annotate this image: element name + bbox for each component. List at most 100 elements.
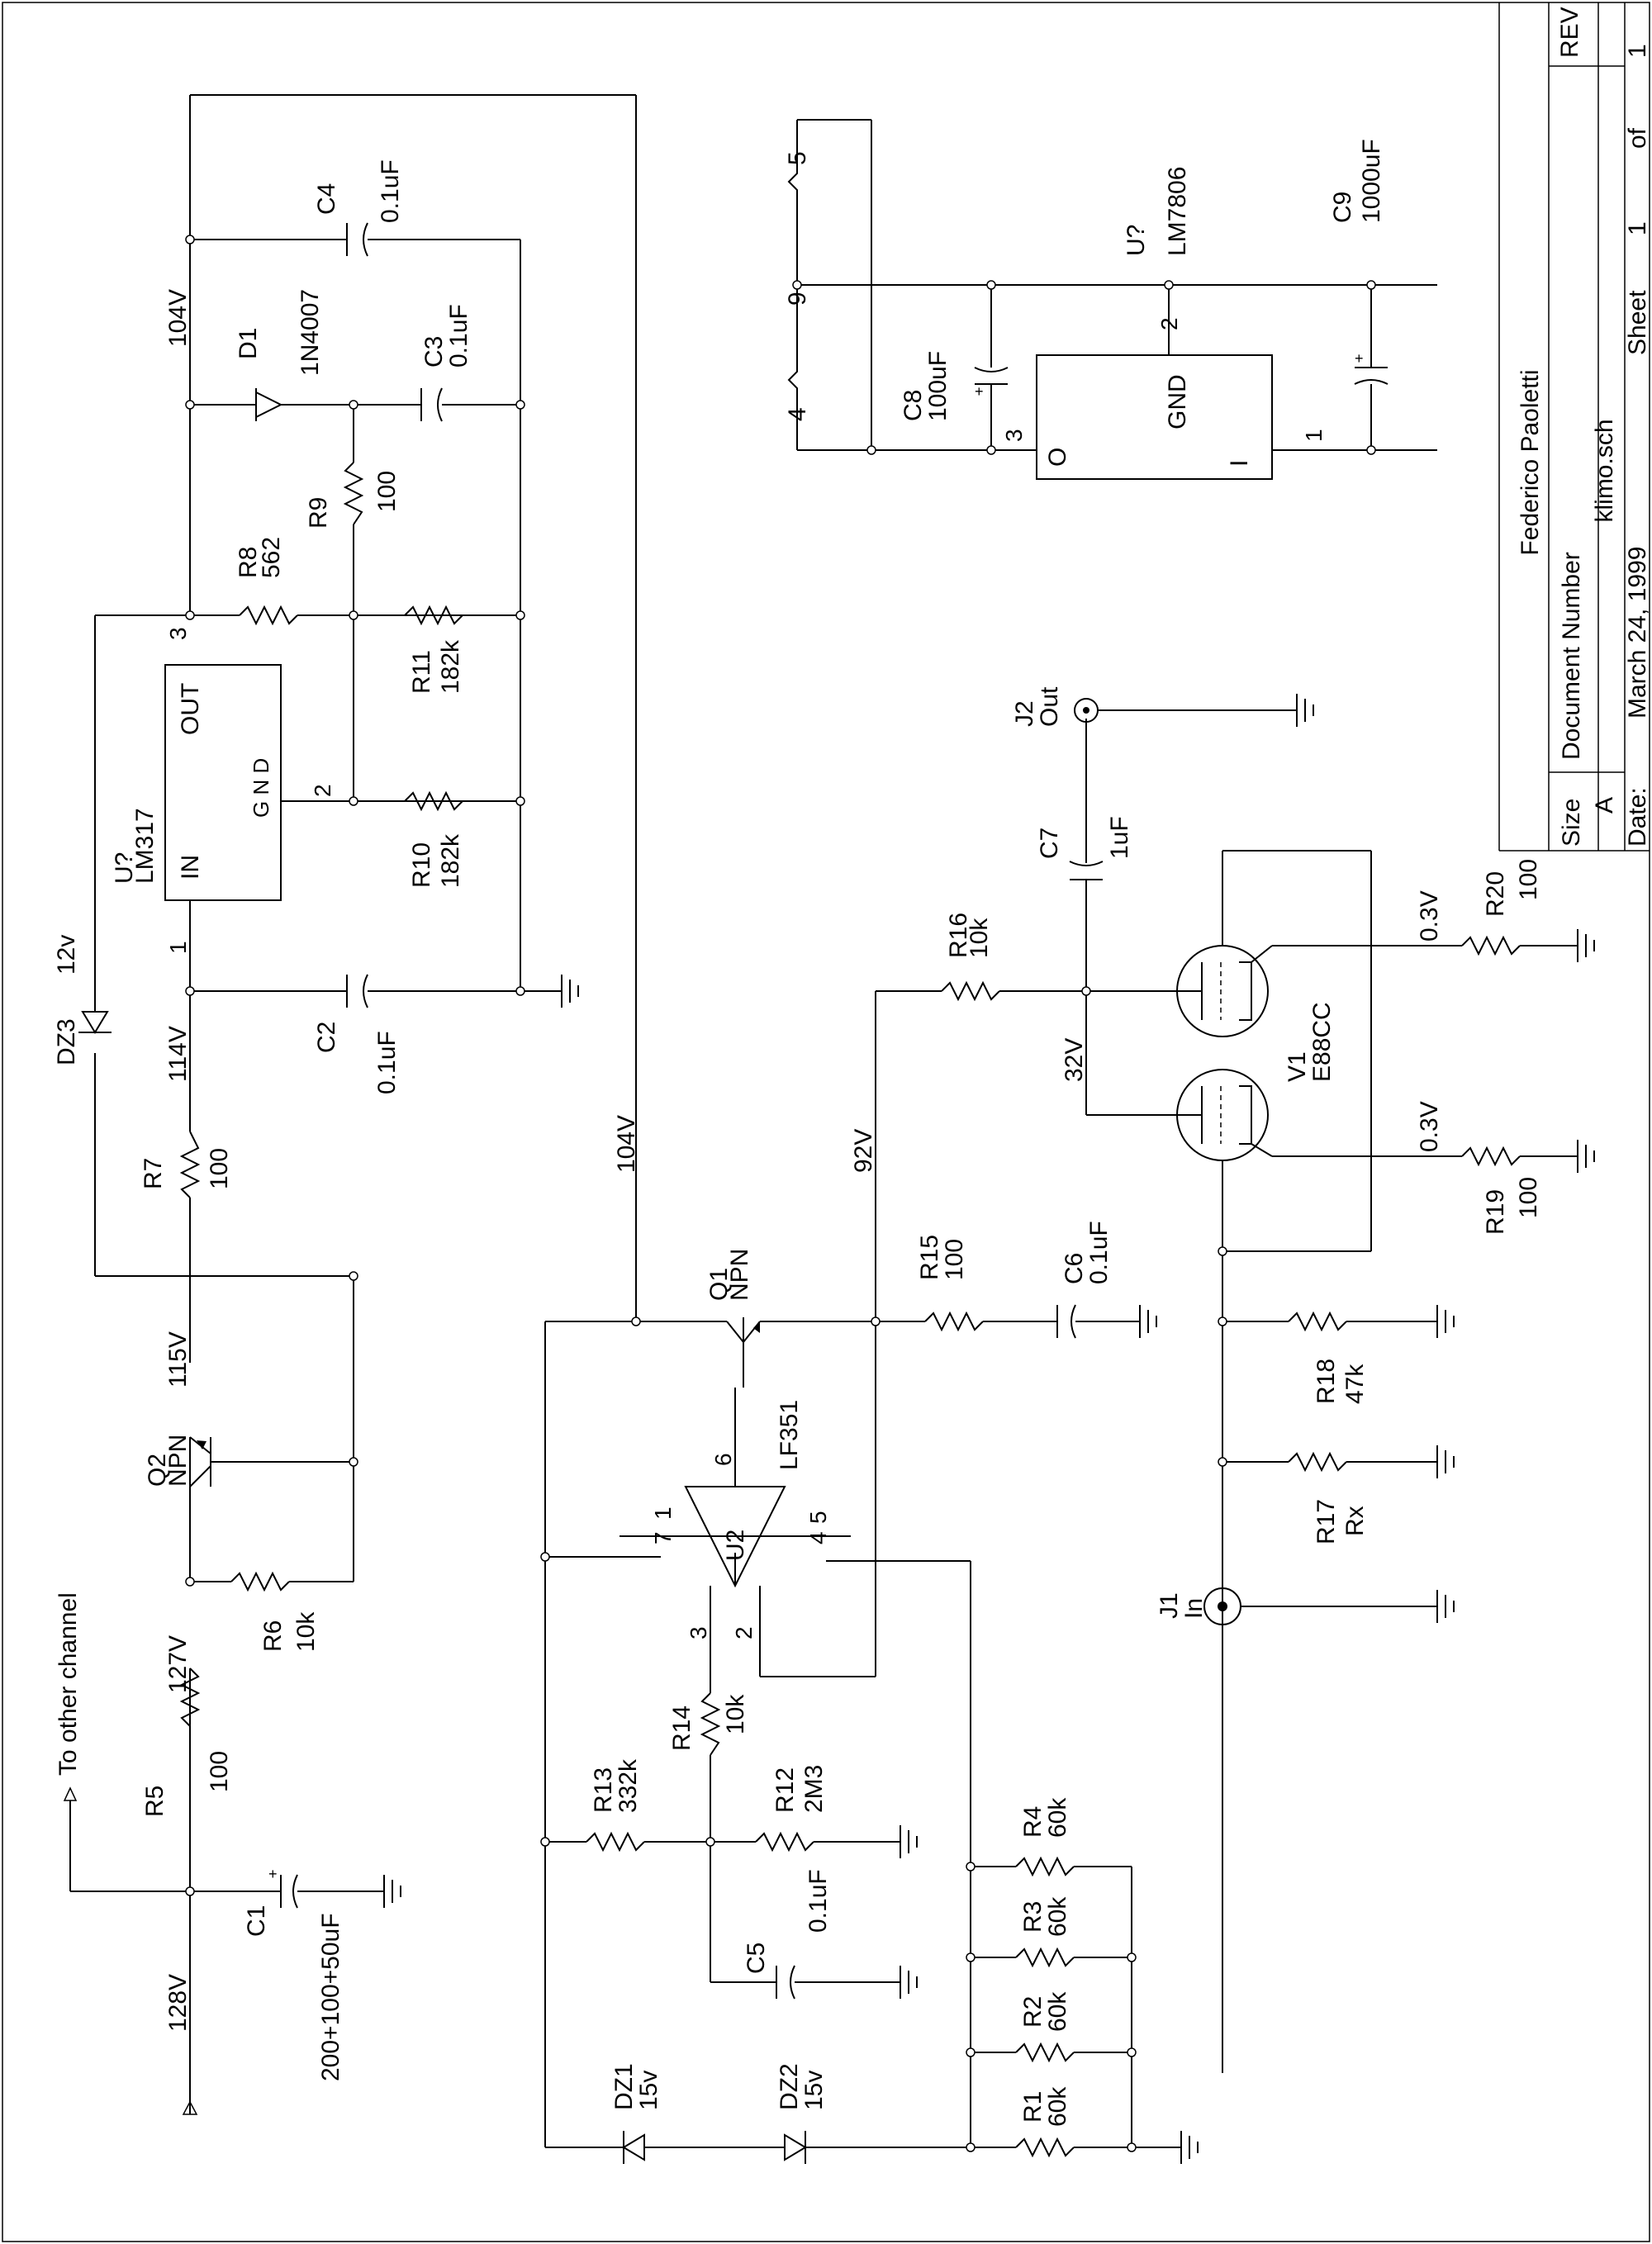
c2-value: 0.1uF [373,1031,401,1094]
c9-ref: C9 [1329,192,1356,223]
r15-ref: R15 [916,1235,943,1280]
zener-dz2: DZ2 15v [776,2063,971,2164]
r13-value: 332k [615,1758,642,1813]
voltage-128v: 128V [164,1974,192,2032]
r5-ref: R5 [141,1786,169,1817]
q2-ref: Q2 [144,1454,171,1487]
r4-value: 60k [1044,1797,1071,1838]
capacitor-c1: + C1 200+100+50uF [190,1866,384,2081]
lm317-out-label: OUT [177,683,204,735]
c3-value: 0.1uF [445,304,472,368]
j1-name: In [1180,1598,1208,1619]
r3-value: 60k [1044,1896,1071,1937]
ground-icon [1436,1590,1455,1623]
r11-value: 182k [437,639,464,694]
d1-ref: D1 [235,328,262,359]
resistor-r13: R13 332k [545,1758,710,1853]
c2-ref: C2 [313,1022,340,1053]
svg-text:+: + [1355,350,1364,367]
title-date-value: March 24, 1999 [1624,547,1651,719]
voltage-115v: 115V [164,1331,192,1388]
resistor-r9: R9 100 [305,405,401,801]
zener-dz3: DZ3 12v [53,614,354,1277]
regulator-lm317: U? LM317 IN OUT G N D 1 2 3 [111,627,520,954]
svg-text:+: + [268,1866,278,1882]
v1-ref: V1 [1284,1051,1311,1082]
resistor-r19: R19 100 [1461,1146,1578,1235]
c7-ref: C7 [1036,828,1063,859]
r9-ref: R9 [305,497,332,529]
resistor-r11: R11 182k [404,605,464,694]
c4-value: 0.1uF [377,159,404,223]
resistor-r6: R6 10k [190,1276,354,1652]
transistor-q2: Q2 NPN [144,1435,354,1487]
u2-pin7: 7 [650,1531,676,1544]
transformer-tap-9: 9 [784,292,811,306]
j2-ref: J2 [1011,700,1038,727]
r19-value: 100 [1515,1177,1542,1218]
hv-supply-chain: To other channel [55,94,637,2115]
q1-ref: Q1 [705,1268,733,1301]
ground-icon [1577,1140,1595,1173]
r16-ref: R16 [945,913,972,958]
q2-type: NPN [164,1435,192,1487]
lm317-ref: U? [111,852,138,884]
title-size-label: Size [1558,799,1585,847]
r6-ref: R6 [259,1620,287,1652]
voltage-32v: 32V [1061,1038,1088,1082]
voltage-114v: 114V [164,1026,192,1082]
c8-value: 100uF [924,351,952,421]
title-size-value: A [1591,797,1618,814]
r9-value: 100 [373,471,401,512]
resistor-r18: R18 47k [1222,1311,1437,1404]
v1-value: E88CC [1308,1002,1336,1082]
lm7806-ref: U? [1123,225,1150,256]
ground-icon [1577,929,1595,962]
lm7806-i-label: I [1226,460,1253,467]
resistor-r14: R14 10k [668,1668,749,1982]
voltage-03v-a: 0.3V [1416,890,1443,942]
r19-ref: R19 [1482,1189,1509,1235]
capacitor-c6: C6 0.1uF [1056,1221,1140,1339]
to-other-channel-label: To other channel [55,1592,82,1776]
title-of-value: 1 [1624,44,1651,58]
voltage-127v: 127V [164,1635,192,1693]
ground-icon [561,975,579,1008]
title-rev-label: REV [1556,7,1583,58]
heater-supply: 5 9 4 [784,119,1437,451]
r10-ref: R10 [408,842,435,888]
ground-icon [1180,2131,1199,2164]
c7-value: 1uF [1106,816,1133,859]
voltage-03v-b: 0.3V [1416,1101,1443,1152]
c5-value: 0.1uF [805,1869,832,1933]
lm317-pin2: 2 [310,784,335,797]
r8-value: 562 [258,537,285,578]
u2-pin5: 5 [805,1511,831,1524]
capacitor-c7: C7 1uF [1036,719,1133,991]
r14-ref: R14 [668,1706,695,1751]
resistor-r7: R7 100 [140,1131,233,1198]
ground-icon [1139,1305,1157,1338]
c6-value: 0.1uF [1085,1221,1113,1284]
r8-ref: R8 [235,547,262,578]
input-arrow-icon [182,2100,198,2115]
resistor-r8: R8 562 [190,537,520,626]
j1-ref: J1 [1156,1592,1183,1619]
other-channel-arrow-icon [63,1786,78,1801]
r7-value: 100 [206,1148,233,1189]
c4-ref: C4 [313,183,340,215]
capacitor-c4: C4 0.1uF [190,159,520,257]
title-docnum-value: klimo.sch [1591,419,1618,522]
r14-value: 10k [722,1694,749,1734]
svg-text:+: + [975,383,984,400]
lm7806-value: LM7806 [1164,167,1191,256]
q1-type: NPN [726,1249,753,1301]
capacitor-c5: C5 0.1uF [710,1869,900,2000]
capacitor-c3: C3 0.1uF [354,304,520,422]
r4-ref: R4 [1019,1806,1047,1838]
lm317-in-label: IN [177,855,204,880]
ground-icon [1436,1445,1455,1478]
resistor-ladder: R4 60k R3 60k R2 60k R1 60k [971,1797,1181,2158]
